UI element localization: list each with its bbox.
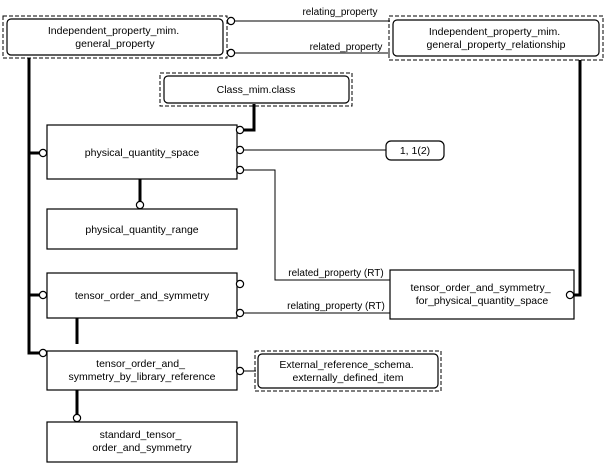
entity-physical-quantity-space[interactable]: physical_quantity_space [46,124,238,180]
svg-text:Independent_property_mim.: Independent_property_mim. general_proper… [427,26,566,51]
class-line-1: Class_mim.class [217,84,296,96]
class-to-pqs-end-circle [235,125,245,135]
svg-text:1, 1(2): 1, 1(2) [400,145,430,157]
general-property-relationship-frame [388,15,604,61]
svg-text:physical_quantity_range: physical_quantity_range [85,224,198,236]
svg-text:tensor_order_and_ symmet: tensor_order_and_ symmetry_by_library_re… [68,358,215,383]
general-property-subtype-trunk [27,58,40,355]
cardinality-label: 1, 1(2) [400,145,430,157]
relationship-subtype-line [574,60,582,297]
tensor-order-and-symmetry-for-pqs-line-2: for_physical_quantity_space [416,295,549,307]
entity-physical-quantity-range[interactable]: physical_quantity_range [46,208,238,250]
for-pqs-subtype-end-circle [565,290,575,300]
pqs-related-rt-end-circle [235,165,245,175]
cardinality-badge: 1, 1(2) [385,140,445,161]
library-reference-external-end-circle [235,366,245,376]
related-property-label: related_property [310,42,383,53]
svg-text:standard_tensor_ order_a: standard_tensor_ order_and_symmetry [92,429,192,454]
externally-defined-item-line-2: externally_defined_item [293,372,404,384]
svg-text:tensor_order_and_symmetry_: tensor_order_and_symmetry_ for_physical_… [411,282,554,307]
standard-tensor-line-1: standard_tensor_ [100,429,182,441]
relationship-end-circles [38,16,575,423]
entity-general-property-relationship[interactable]: Independent_property_mim. general_proper… [392,19,600,57]
relating-property-end-circle [226,16,236,26]
externally-defined-item-line-1: External_reference_schema. [279,359,413,371]
range-subtype-end-circle [135,200,145,210]
svg-text:Independent_property_mim.: Independent_property_mim. general_proper… [48,25,182,50]
by-library-reference-line-1: tensor_order_and_ [96,358,185,370]
general-property-frame [2,15,228,59]
svg-text:tensor_order_and_symmetry: tensor_order_and_symmetry [75,290,210,302]
entity-class[interactable]: Class_mim.class [163,75,350,104]
library-reference-subtype-end-circle [38,348,48,358]
related-property-rt-label: related_property (RT) [288,268,383,279]
external-defined-item-frame [254,350,442,392]
entity-standard-tensor-order-and-symmetry[interactable]: standard_tensor_ order_and_symmetry [46,421,238,463]
standard-subtype-end-circle [72,413,82,423]
tos-relating-end-circle-a [235,279,245,289]
entity-general-property[interactable]: Independent_property_mim. general_proper… [6,18,224,56]
general-property-line-1: Independent_property_mim. [48,25,179,37]
general-property-relationship-line-2: general_property_relationship [427,39,566,51]
physical-quantity-space-line-1: physical_quantity_space [85,147,200,159]
class-to-pqs-line [242,104,256,132]
entity-tensor-order-and-symmetry-for-pqs[interactable]: tensor_order_and_symmetry_ for_physical_… [389,269,575,320]
class-frame [159,72,353,107]
by-library-reference-line-2: symmetry_by_library_reference [68,371,215,383]
related-property-rt-line [244,169,390,281]
svg-text:Class_mim.class: Class_mim.class [217,84,296,96]
relating-property-rt-label: relating_property (RT) [287,301,385,312]
tensor-order-and-symmetry-line-1: tensor_order_and_symmetry [75,290,210,302]
tos-relating-end-circle-b [235,308,245,318]
svg-text:physical_quantity_space: physical_quantity_space [85,147,200,159]
entity-tensor-order-and-symmetry[interactable]: tensor_order_and_symmetry [46,272,238,319]
related-property-end-circle [226,48,236,58]
entity-tensor-order-and-symmetry-by-library-reference[interactable]: tensor_order_and_ symmetry_by_library_re… [46,350,238,391]
standard-tensor-line-2: order_and_symmetry [92,442,192,454]
general-property-line-2: general_property [75,38,155,50]
relating-property-label: relating_property [302,7,377,18]
entity-externally-defined-item[interactable]: External_reference_schema. externally_de… [257,353,439,389]
pqs-cardinality-end-circle [235,145,245,155]
tensor-order-and-symmetry-for-pqs-line-1: tensor_order_and_symmetry_ [411,282,551,294]
general-property-relationship-line-1: Independent_property_mim. [429,26,560,38]
tos-subtype-end-circle [38,290,48,300]
physical-quantity-range-line-1: physical_quantity_range [85,224,198,236]
subtype-lines [27,58,582,416]
svg-text:External_reference_schema.: External_reference_schema. externally_de… [279,359,416,384]
relationship-lines [228,20,390,372]
pqs-subtype-end-circle [38,148,48,158]
